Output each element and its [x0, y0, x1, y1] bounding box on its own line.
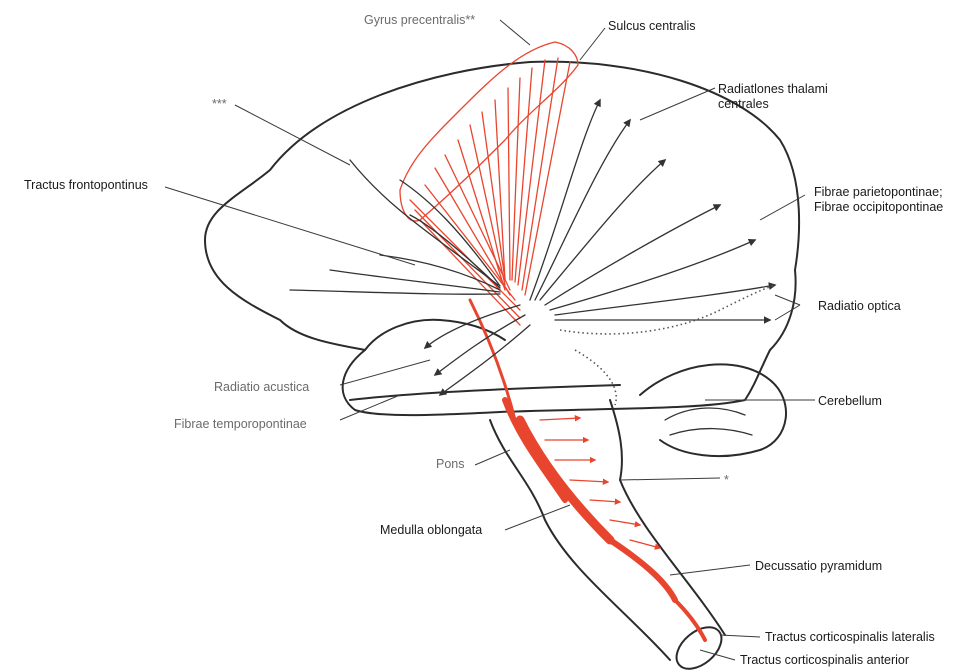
label-fibrae-temporopontinae: Fibrae temporopontinae	[174, 417, 307, 431]
label-tractus-frontopontinus: Tractus frontopontinus	[24, 178, 148, 192]
label-fibrae-parietopontinae: Fibrae parietopontinae;	[814, 185, 943, 199]
label-medulla-oblongata: Medulla oblongata	[380, 523, 482, 537]
leader-lines	[165, 20, 815, 660]
thalamic-radiations	[290, 100, 775, 405]
label-tractus-corticospinalis-lateralis: Tractus corticospinalis lateralis	[765, 630, 935, 644]
label-radiationes-thalami-line1: Radiatlones thalami	[718, 82, 828, 96]
label-tractus-corticospinalis-anterior: Tractus corticospinalis anterior	[740, 653, 909, 667]
label-sulcus-centralis: Sulcus centralis	[608, 19, 696, 33]
cerebellum-shape	[640, 364, 786, 456]
label-cerebellum: Cerebellum	[818, 394, 882, 408]
label-single-asterisk: *	[724, 473, 729, 487]
label-decussatio-pyramidum: Decussatio pyramidum	[755, 559, 882, 573]
label-triple-asterisk: ***	[212, 97, 227, 111]
label-radiatio-acustica: Radiatio acustica	[214, 380, 309, 394]
label-radiatio-optica: Radiatio optica	[818, 299, 901, 313]
label-pons: Pons	[436, 457, 465, 471]
label-fibrae-occipitopontinae: Fibrae occipitopontinae	[814, 200, 943, 214]
label-radiationes-thalami-line2: centrales	[718, 97, 769, 111]
precentral-gyrus-tracts	[400, 42, 705, 640]
label-gyrus-precentralis: Gyrus precentralis**	[364, 13, 475, 27]
